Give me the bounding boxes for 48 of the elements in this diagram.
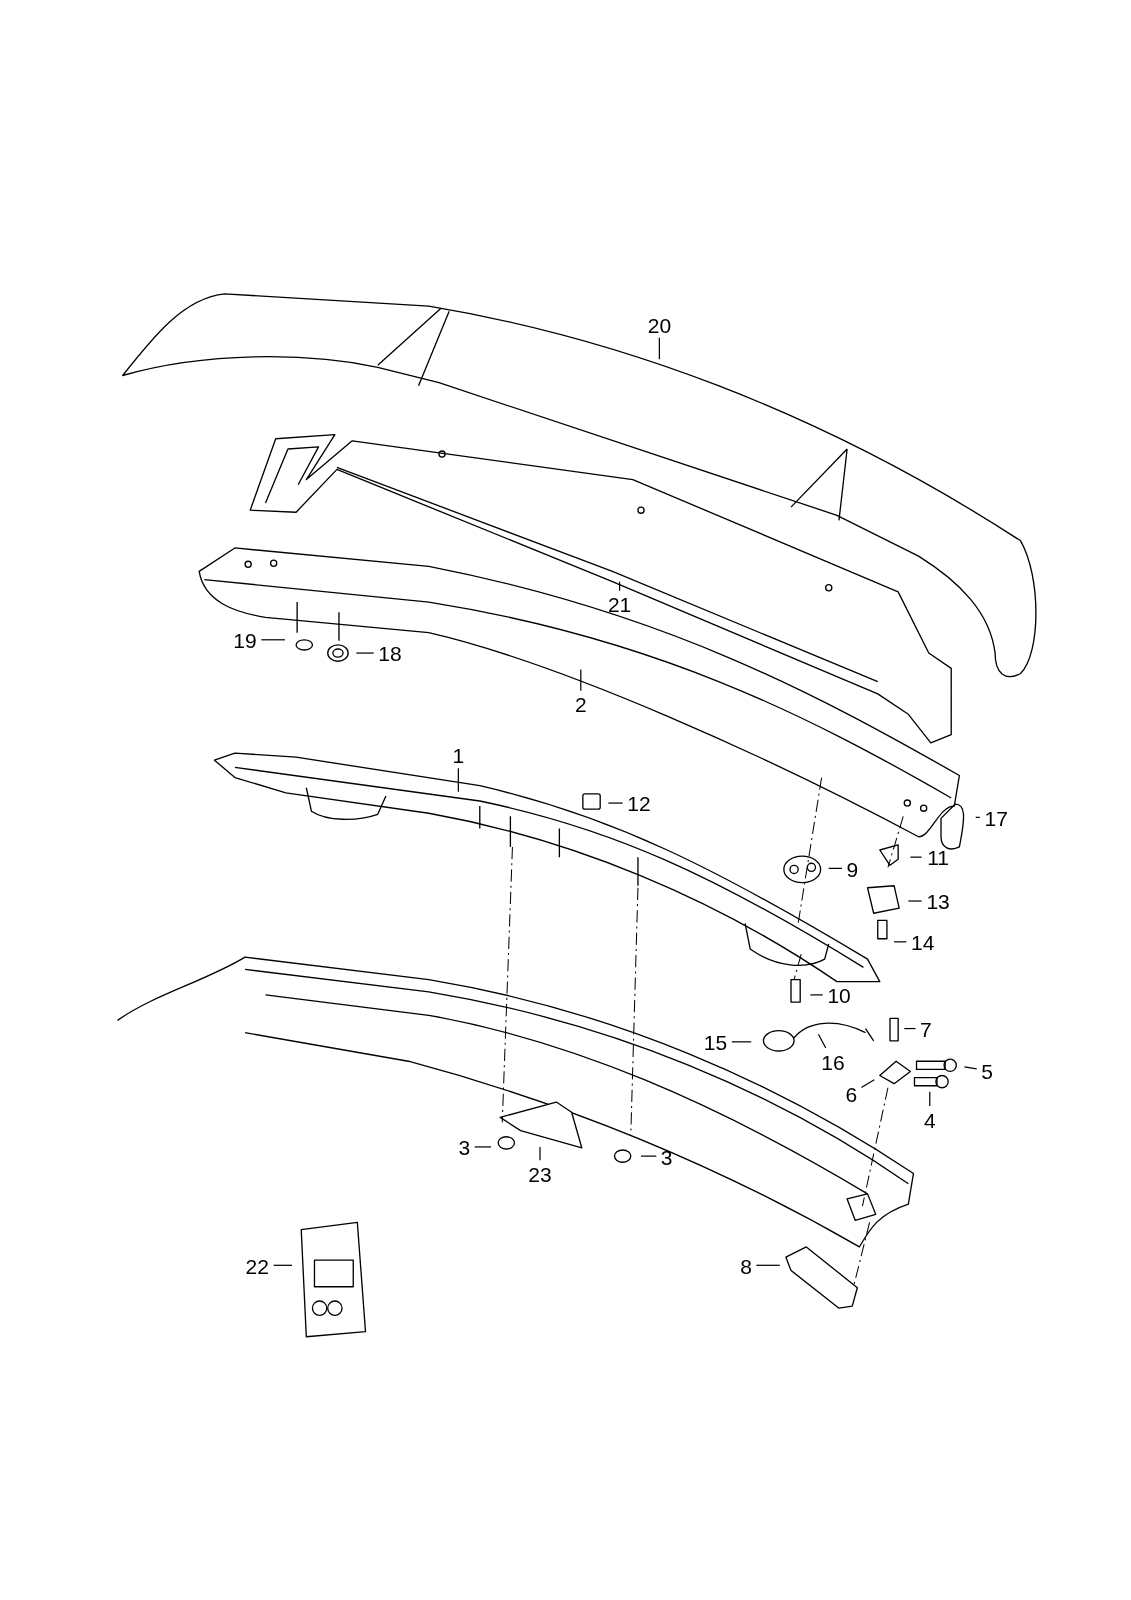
leader-line bbox=[474, 1146, 492, 1148]
callout-number: 7 bbox=[919, 1018, 932, 1040]
callout-number: 19 bbox=[233, 629, 257, 651]
leader-line bbox=[809, 994, 824, 996]
leader-line bbox=[658, 337, 660, 360]
callout-number: 11 bbox=[927, 846, 949, 868]
callout-number: 3 bbox=[660, 1146, 673, 1167]
leader-line bbox=[828, 867, 843, 869]
callout-number: 13 bbox=[926, 890, 950, 912]
leader-line bbox=[355, 652, 375, 654]
leader-line bbox=[975, 816, 981, 818]
callout-number: 15 bbox=[703, 1031, 728, 1053]
callout-number: 20 bbox=[647, 314, 672, 336]
leader-line bbox=[260, 639, 286, 641]
callout-number: 12 bbox=[627, 792, 651, 814]
leader-line bbox=[640, 1155, 657, 1157]
callout-number: 3 bbox=[458, 1136, 471, 1158]
leader-line bbox=[963, 1066, 978, 1070]
callout-number: 6 bbox=[845, 1083, 858, 1105]
leader-line bbox=[893, 941, 907, 943]
callout-number: 8 bbox=[740, 1255, 752, 1277]
callout-number: 1 bbox=[452, 744, 465, 766]
callout-number: 5 bbox=[981, 1060, 993, 1082]
callout-number: 23 bbox=[528, 1163, 552, 1185]
leader-line bbox=[731, 1041, 752, 1043]
leader-line bbox=[457, 767, 459, 793]
leader-line bbox=[539, 1146, 541, 1161]
callout-number: 18 bbox=[378, 642, 402, 664]
leader-line bbox=[618, 581, 621, 592]
callout-number: 21 bbox=[607, 593, 632, 615]
leader-line bbox=[929, 1091, 931, 1107]
leader-line bbox=[860, 1079, 875, 1089]
leader-line bbox=[903, 1027, 917, 1030]
callout-number: 4 bbox=[924, 1109, 936, 1131]
leader-line bbox=[580, 668, 582, 692]
callout-number: 9 bbox=[846, 858, 859, 880]
leader-line bbox=[909, 856, 923, 858]
leader-line bbox=[817, 1033, 827, 1049]
callout-number: 2 bbox=[574, 693, 587, 715]
callout-number: 17 bbox=[984, 807, 1008, 829]
callout-number: 16 bbox=[821, 1051, 845, 1073]
leader-line bbox=[907, 900, 923, 902]
callout-number: 14 bbox=[911, 931, 935, 953]
callout-number: 22 bbox=[245, 1255, 269, 1277]
leader-line bbox=[755, 1264, 781, 1266]
leader-line bbox=[607, 802, 624, 804]
leader-line bbox=[273, 1264, 293, 1266]
callout-number: 10 bbox=[827, 984, 851, 1006]
